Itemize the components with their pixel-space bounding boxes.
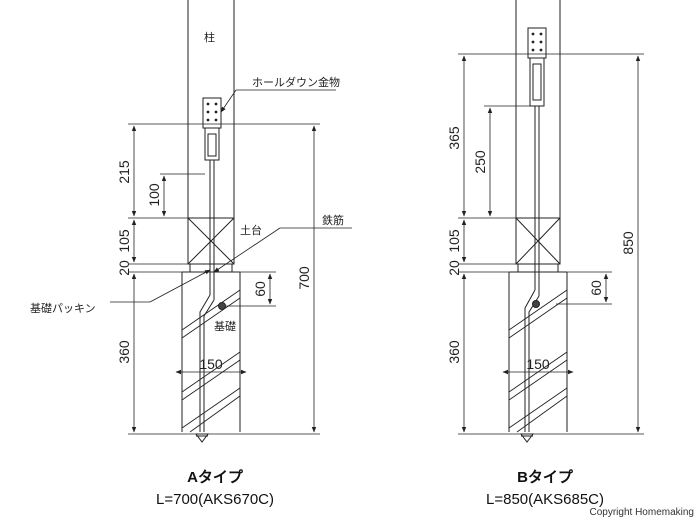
type-a-spec: L=700(AKS670C) [156,491,274,508]
dim-150: 150 [526,356,550,372]
column-label: 柱 [204,30,215,44]
anchor-foot [195,433,209,443]
type-b-title: Bタイプ [517,469,573,486]
holddown-body [204,127,220,161]
anchor-foot [520,433,534,443]
packing-label: 基礎パッキン [30,302,96,315]
dim-215: 215 [116,160,132,184]
foundation-hatch [181,289,241,433]
type-a-dimensions [110,89,352,435]
dim-105: 105 [116,229,132,253]
dim-250: 250 [472,150,488,174]
dim-850: 850 [620,231,636,255]
type-b-dimensions [458,53,644,435]
dim-360: 360 [446,340,462,364]
type-a-drawing [181,0,241,443]
foundation-label: 基礎 [214,320,236,333]
holddown-plate [202,97,222,129]
dim-100: 100 [146,183,162,207]
holddown-body [529,57,545,107]
dim-20: 20 [446,260,462,276]
holddown-plate [527,27,547,59]
dim-105: 105 [446,229,462,253]
dim-365: 365 [446,126,462,150]
dim-60: 60 [252,281,268,297]
type-b-labels: 365 250 105 20 360 850 60 150 [446,126,636,372]
packing-block [517,263,559,273]
type-b-drawing [508,0,568,443]
rebar-label: 鉄筋 [322,213,344,227]
holddown-label: ホールダウン金物 [252,75,340,89]
type-b-spec: L=850(AKS685C) [486,491,604,508]
dim-150: 150 [199,356,223,372]
sill-label: 土台 [240,223,262,237]
rebar-section [218,302,226,310]
rebar-section [532,300,540,308]
type-b-caption: Bタイプ L=850(AKS685C) [465,466,625,508]
dim-60: 60 [588,280,604,296]
type-a-caption: Aタイプ L=700(AKS670C) [135,466,295,508]
dim-700: 700 [296,266,312,290]
type-a-labels: 柱 ホールダウン金物 土台 鉄筋 基礎パッキン 基礎 215 100 105 2… [30,30,344,372]
packing-block [189,263,233,273]
copyright-text: Copyright Homemaking [589,507,695,518]
dim-20: 20 [116,260,132,276]
dim-360: 360 [116,340,132,364]
type-a-title: Aタイプ [187,469,243,486]
